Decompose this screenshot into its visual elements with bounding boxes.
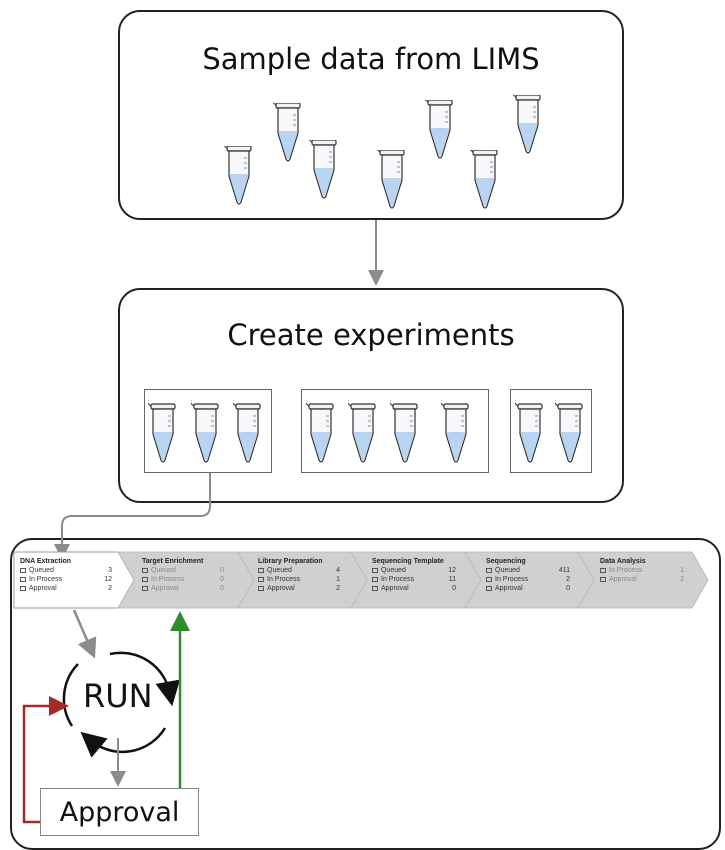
queued-icon bbox=[258, 568, 264, 573]
run-cycle bbox=[62, 651, 181, 758]
stage-title: Sequencing bbox=[486, 558, 526, 565]
in-process-icon bbox=[372, 577, 378, 582]
queued-icon bbox=[372, 568, 378, 573]
lims-title: Sample data from LIMS bbox=[202, 42, 540, 76]
queued-icon bbox=[142, 568, 148, 573]
experiment-tubes bbox=[148, 400, 583, 463]
stage-title: DNA Extraction bbox=[20, 558, 72, 565]
stage-title: Library Preparation bbox=[258, 558, 323, 565]
queued-icon bbox=[486, 568, 492, 573]
in-process-icon bbox=[486, 577, 492, 582]
connector-experiments-to-workflow bbox=[54, 473, 211, 560]
approval-icon bbox=[20, 586, 26, 591]
stage-title: Sequencing Template bbox=[372, 558, 444, 565]
arrow-to-run bbox=[72, 609, 97, 659]
workflow-chevron-bar bbox=[13, 551, 709, 609]
in-process-icon bbox=[142, 577, 148, 582]
experiments-title: Create experiments bbox=[227, 318, 515, 352]
stage-title: Target Enrichment bbox=[142, 558, 204, 565]
approval-icon bbox=[600, 577, 606, 582]
queued-icon bbox=[20, 568, 26, 573]
loop-approval-to-run bbox=[22, 696, 69, 824]
lims-tubes bbox=[224, 95, 541, 209]
in-process-icon bbox=[600, 568, 606, 573]
approval-button[interactable]: Approval bbox=[40, 788, 199, 836]
in-process-icon bbox=[20, 577, 26, 582]
approval-icon bbox=[372, 586, 378, 591]
approval-icon bbox=[258, 586, 264, 591]
approval-label: Approval bbox=[59, 796, 180, 828]
run-label: RUN bbox=[83, 677, 153, 715]
stage-title: Data Analysis bbox=[600, 558, 646, 565]
approval-icon bbox=[486, 586, 492, 591]
in-process-icon bbox=[258, 577, 264, 582]
approval-icon bbox=[142, 586, 148, 591]
lims-box: Sample data from LIMS bbox=[118, 10, 624, 220]
